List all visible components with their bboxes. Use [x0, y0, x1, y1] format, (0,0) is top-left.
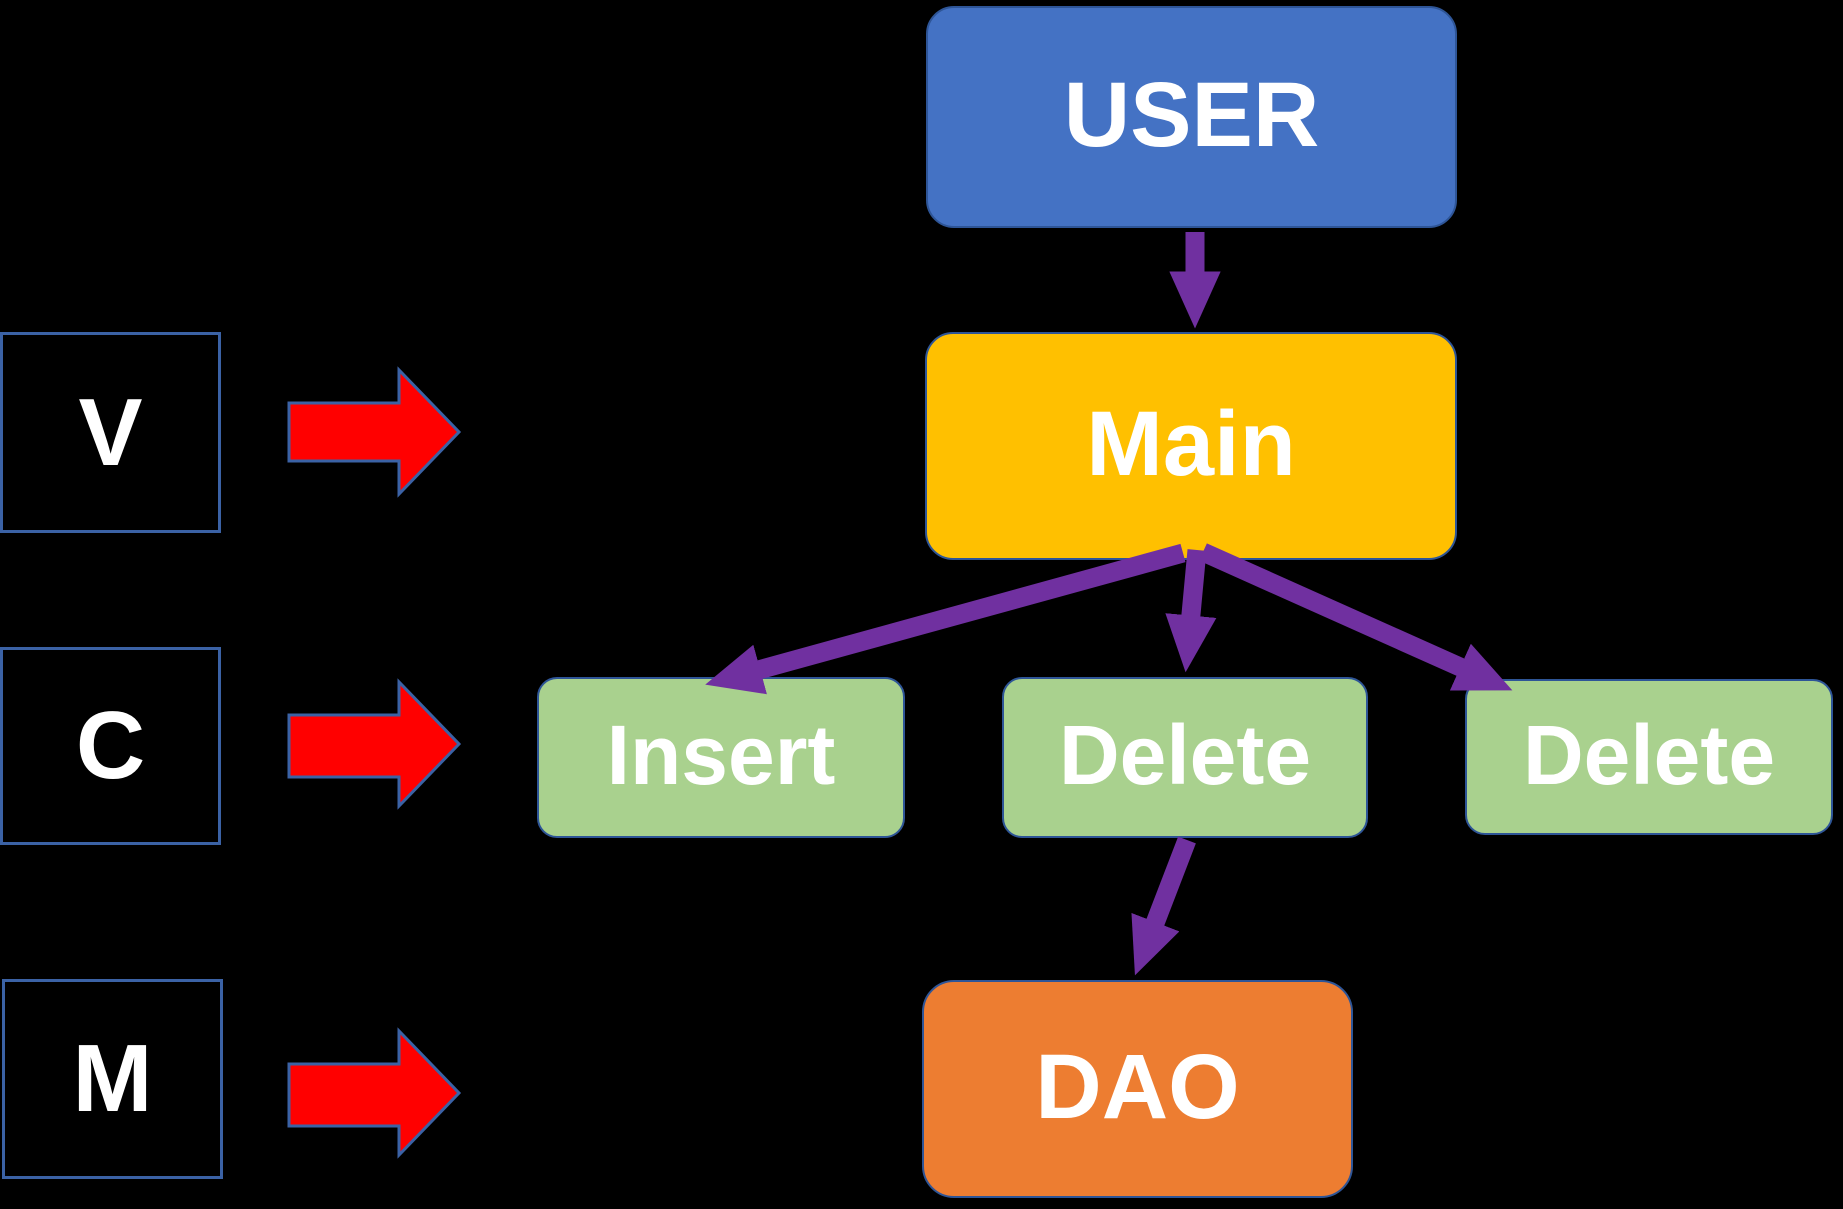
red-arrow-controller — [287, 678, 462, 810]
node-user: USER — [926, 6, 1457, 228]
arrow-delete-to-dao — [1131, 836, 1196, 976]
node-delete-right-label: Delete — [1522, 707, 1776, 802]
arrow-main-to-delete-right — [1199, 543, 1513, 691]
red-arrow-model — [287, 1027, 462, 1159]
node-insert: Insert — [537, 677, 905, 838]
node-main-label: Main — [1086, 392, 1296, 495]
legend-controller-label: C — [75, 692, 146, 799]
legend-view-label: V — [78, 378, 143, 486]
node-dao-label: DAO — [1035, 1035, 1240, 1138]
legend-box-controller: C — [0, 647, 221, 845]
node-delete-center-label: Delete — [1058, 708, 1312, 802]
legend-box-model: M — [2, 979, 223, 1179]
red-arrow-view — [287, 366, 462, 498]
node-user-label: USER — [1063, 63, 1320, 166]
node-delete-center: Delete — [1002, 677, 1368, 838]
arrow-main-to-delete-center — [1165, 549, 1217, 673]
node-insert-label: Insert — [606, 708, 836, 802]
arrow-main-to-insert — [705, 543, 1186, 695]
legend-box-view: V — [0, 332, 221, 533]
node-dao: DAO — [922, 980, 1353, 1198]
node-delete-right: Delete — [1465, 679, 1833, 835]
node-main: Main — [925, 332, 1457, 560]
legend-model-label: M — [72, 1025, 153, 1132]
